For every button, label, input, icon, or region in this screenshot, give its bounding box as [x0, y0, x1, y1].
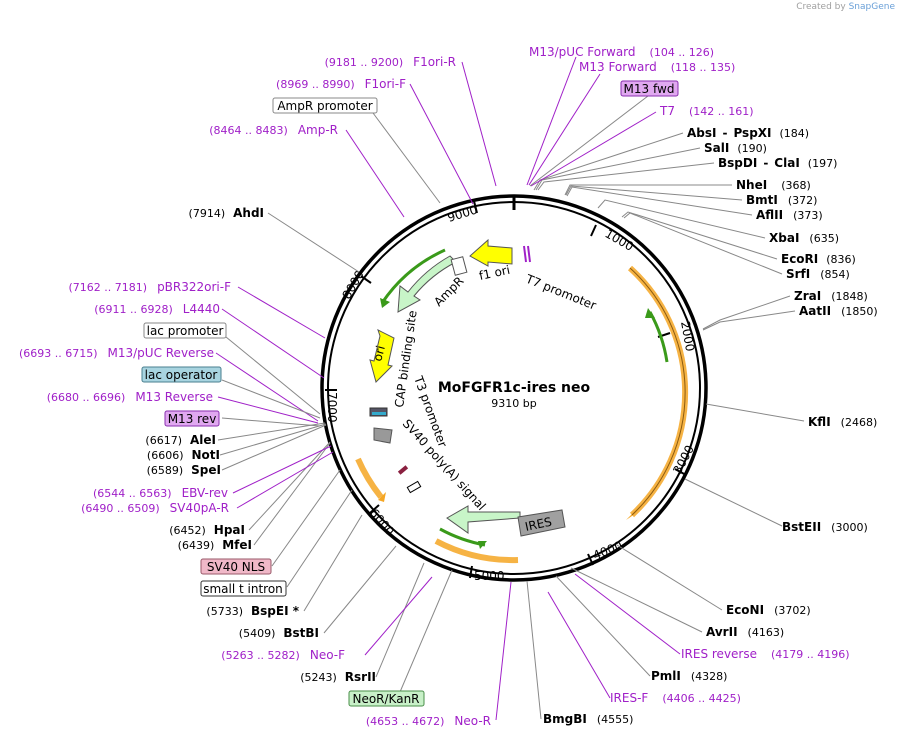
snapgene-credit: Created by SnapGene — [796, 2, 895, 12]
enzyme-bmti: BmtI(372) — [746, 193, 817, 207]
enzyme-xbai: XbaI(635) — [769, 231, 839, 245]
neor-arrow — [446, 505, 521, 534]
primer-f1ori-f: (8969 .. 8990)F1ori-F — [276, 77, 406, 91]
enzyme-rsrii: (5243)RsrII — [300, 670, 376, 684]
m13-fwd-label: M13 fwd — [624, 82, 675, 96]
enzyme-sites — [217, 132, 805, 720]
enzyme-bspei: (5733)BspEI * — [206, 604, 299, 618]
sv40-nls-box — [200, 558, 272, 575]
ori-arrow — [369, 329, 395, 383]
enzyme-bspdi-clai: BspDI-ClaI(197) — [718, 156, 837, 170]
cap-binding-site-label: CAP binding site — [392, 310, 419, 409]
tick-5000: 5000 — [474, 569, 505, 583]
neor-kanr-label: NeoR/KanR — [352, 692, 419, 706]
enzyme-pmli: PmlI(4328) — [651, 669, 727, 683]
primer-m13-puc-reverse: (6693 .. 6715)M13/pUC Reverse — [19, 346, 214, 360]
small-t-intron-box — [200, 580, 287, 597]
enzyme-ahdi: (7914)AhdI — [189, 206, 264, 220]
enzyme-bsteii: BstEII(3000) — [782, 520, 868, 534]
m13-rev-box — [164, 410, 220, 427]
enzyme-ecori: EcoRI(836) — [781, 252, 856, 266]
primer-f1ori-r: (9181 .. 9200)F1ori-R — [325, 55, 456, 69]
enzyme-labels: AbsI-PspXI(184) SalI(190) BspDI-ClaI(197… — [145, 126, 877, 726]
primer-ires-f: IRES-F(4406 .. 4425) — [610, 691, 741, 705]
primer-labels: M13/pUC Forward(104 .. 126) M13 Forward(… — [19, 45, 850, 728]
lac-promoter-box — [143, 322, 227, 339]
m13-fwd-box — [620, 80, 679, 97]
boxed-feature-lines — [221, 95, 649, 693]
sv40-nls-label: SV40 NLS — [207, 560, 265, 574]
t3-box — [373, 427, 393, 444]
ampr-arrow — [397, 255, 457, 313]
primer-lines — [215, 56, 681, 721]
primer-ires-reverse: IRES reverse(4179 .. 4196) — [681, 647, 850, 661]
tick-7000: 7000 — [325, 392, 339, 423]
orf-arc-outline — [629, 267, 686, 516]
enzyme-kfli: KflI(2468) — [808, 415, 877, 429]
enzyme-zrai: ZraI(1848) — [794, 289, 868, 303]
ori-label: ori — [370, 344, 388, 363]
enzyme-noti: (6606)NotI — [147, 448, 220, 462]
enzyme-spei: (6589)SpeI — [147, 463, 221, 477]
primer-m13-forward: M13 Forward(118 .. 135) — [579, 60, 735, 74]
primer-m13-reverse: (6680 .. 6696)M13 Reverse — [47, 390, 213, 404]
primer-pbr322ori-f: (7162 .. 7181)pBR322ori-F — [69, 280, 232, 294]
enzyme-aflii: AflII(373) — [756, 208, 823, 222]
orf-arrowhead — [626, 508, 638, 520]
tick-4000: 4000 — [591, 538, 625, 562]
enzyme-nhei: NheI(368) — [736, 178, 811, 192]
enzyme-aatii: AatII(1850) — [799, 304, 878, 318]
enzyme-sali: SalI(190) — [704, 141, 767, 155]
primer-neo-r: (4653 .. 4672)Neo-R — [366, 714, 491, 728]
t7-promoter-label: T7 promoter — [523, 271, 598, 312]
m13-rev-label: M13 rev — [168, 412, 217, 426]
enzyme-hpai: (6452)HpaI — [169, 523, 245, 537]
tick-marks — [325, 196, 687, 579]
lac-operator-label: lac operator — [145, 368, 218, 382]
tick-2000: 2000 — [678, 320, 697, 353]
plasmid-length: 9310 bp — [491, 397, 536, 410]
enzyme-econi: EcoNI(3702) — [726, 603, 811, 617]
plasmid-name: MoFGFR1c-ires neo — [438, 380, 591, 396]
enzyme-abs1-pspxi: AbsI-PspXI(184) — [687, 126, 809, 140]
snapgene-logo: SnapGene — [848, 2, 895, 12]
primer-neo-f: (5263 .. 5282)Neo-F — [221, 648, 345, 662]
enzyme-bmgbi: BmgBI(4555) — [543, 712, 633, 726]
primer-t7: T7(142 .. 161) — [659, 104, 754, 118]
enzyme-mfei: (6439)MfeI — [178, 538, 252, 552]
ampr-promoter-label: AmpR promoter — [277, 99, 372, 113]
tick-8000: 8000 — [339, 268, 366, 301]
primer-ebv-rev: (6544 .. 6563)EBV-rev — [93, 486, 228, 500]
neo-orange-arc — [434, 538, 519, 564]
enzyme-bstbi: (5409)BstBI — [239, 626, 319, 640]
boxed-features: M13 fwd AmpR promoter lac promoter lac o… — [141, 80, 679, 707]
primer-sv40pa-r: (6490 .. 6509)SV40pA-R — [81, 501, 229, 515]
tick-1000: 1000 — [603, 226, 636, 253]
small-t-intron-label: small t intron — [203, 582, 283, 596]
ampr-label: AmpR — [431, 274, 466, 309]
lac-promoter-label: lac promoter — [147, 324, 224, 338]
tick-6000: 6000 — [367, 506, 397, 538]
primer-l4440: (6911 .. 6928)L4440 — [94, 302, 220, 316]
primer-amp-r: (8464 .. 8483)Amp-R — [209, 123, 338, 137]
enzyme-alei: (6617)AleI — [145, 433, 216, 447]
left-orange-arc — [355, 457, 384, 499]
neor-kanr-box — [348, 690, 425, 707]
f1-ori-label: f1 ori — [478, 263, 512, 283]
lac-operator-box — [141, 366, 222, 383]
primer-m13-puc-forward: M13/pUC Forward(104 .. 126) — [529, 45, 714, 59]
ires-box — [517, 509, 566, 537]
ampr-promoter-box — [272, 97, 378, 114]
ires-label: IRES — [524, 515, 553, 534]
enzyme-avrii: AvrII(4163) — [706, 625, 784, 639]
enzyme-srfi: SrfI(854) — [786, 267, 850, 281]
f1-ori-arrow — [469, 238, 513, 267]
